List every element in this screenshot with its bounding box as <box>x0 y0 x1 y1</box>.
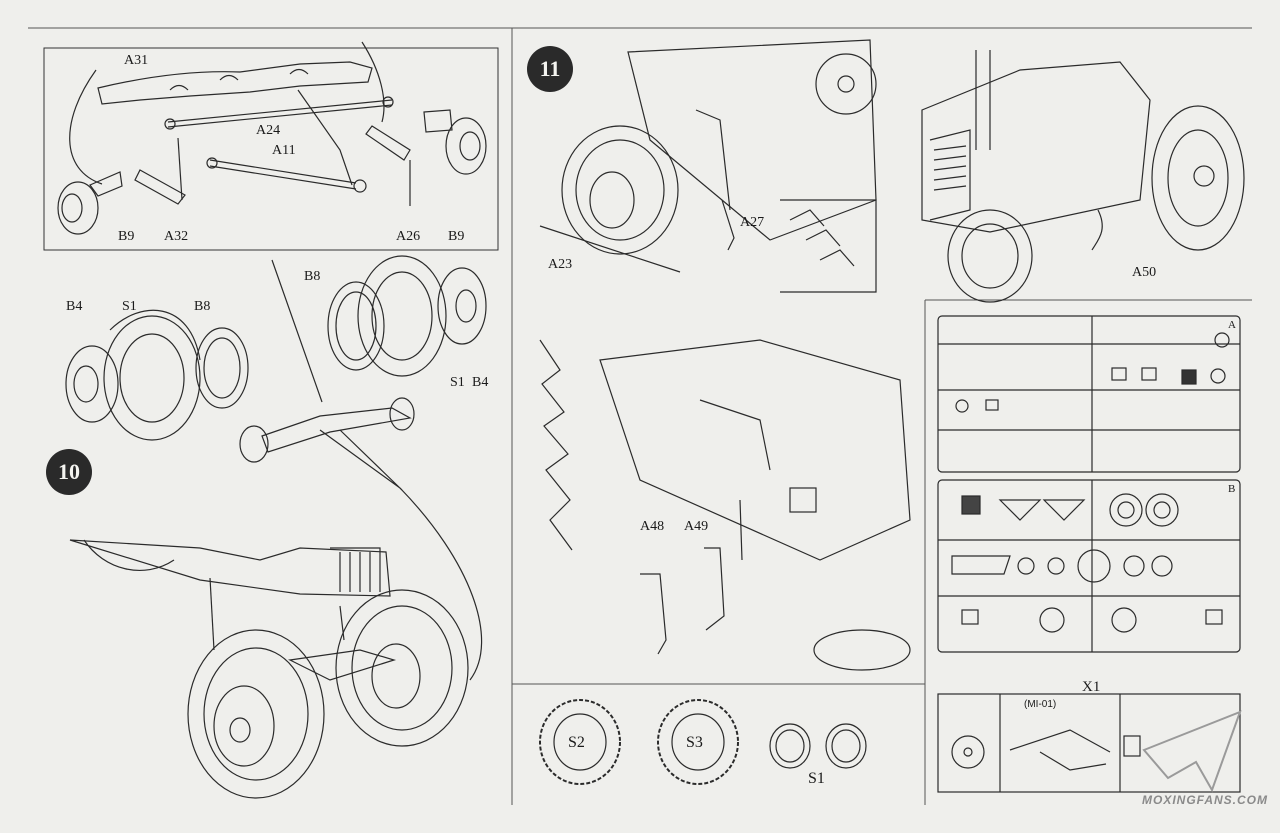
label-b4-left: B4 <box>66 299 83 314</box>
step-10-badge: 10 <box>46 449 92 495</box>
sprue-a <box>937 315 1241 473</box>
label-tire-s3: S3 <box>686 734 703 751</box>
label-b4-right: B4 <box>472 375 489 390</box>
label-a49: A49 <box>684 519 709 534</box>
panel-borders <box>28 27 1252 805</box>
watermark-text: MOXINGFANS.COM <box>1141 793 1268 807</box>
sprue-x1 <box>937 693 1241 793</box>
step-11-badge: 11 <box>527 46 573 92</box>
tractor-side-view <box>921 50 1245 303</box>
tire-parts <box>539 699 867 785</box>
label-a50: A50 <box>1132 265 1157 280</box>
front-wheel-parts <box>65 255 487 681</box>
label-a23: A23 <box>548 257 573 272</box>
front-wheel-installed <box>69 539 469 799</box>
label-a48: A48 <box>640 519 665 534</box>
label-a11: A11 <box>272 143 296 158</box>
label-a32: A32 <box>164 229 189 244</box>
front-axle-diagram <box>57 41 487 235</box>
label-b9-left: B9 <box>118 229 135 244</box>
label-b8-top: B8 <box>304 269 321 284</box>
sprue-x1-code: (MI-01) <box>1024 699 1057 710</box>
label-a24: A24 <box>256 123 281 138</box>
sprue-b-tag: B <box>1228 483 1236 495</box>
label-a31: A31 <box>124 53 149 68</box>
pedals-diagram <box>539 339 911 671</box>
label-a27: A27 <box>740 215 765 230</box>
label-a26: A26 <box>396 229 421 244</box>
label-b9-right: B9 <box>448 229 465 244</box>
sprue-x1-label: X1 <box>1082 679 1101 695</box>
label-tire-s1: S1 <box>808 770 825 787</box>
label-tire-s2: S2 <box>568 734 585 751</box>
label-b8-mid: B8 <box>194 299 211 314</box>
label-s1-right: S1 <box>450 375 465 390</box>
label-s1-left: S1 <box>122 299 137 314</box>
sprue-b <box>937 479 1241 653</box>
sprue-a-tag: A <box>1228 319 1236 331</box>
watermark-logo <box>1142 710 1242 793</box>
steering-diagram <box>539 39 877 293</box>
